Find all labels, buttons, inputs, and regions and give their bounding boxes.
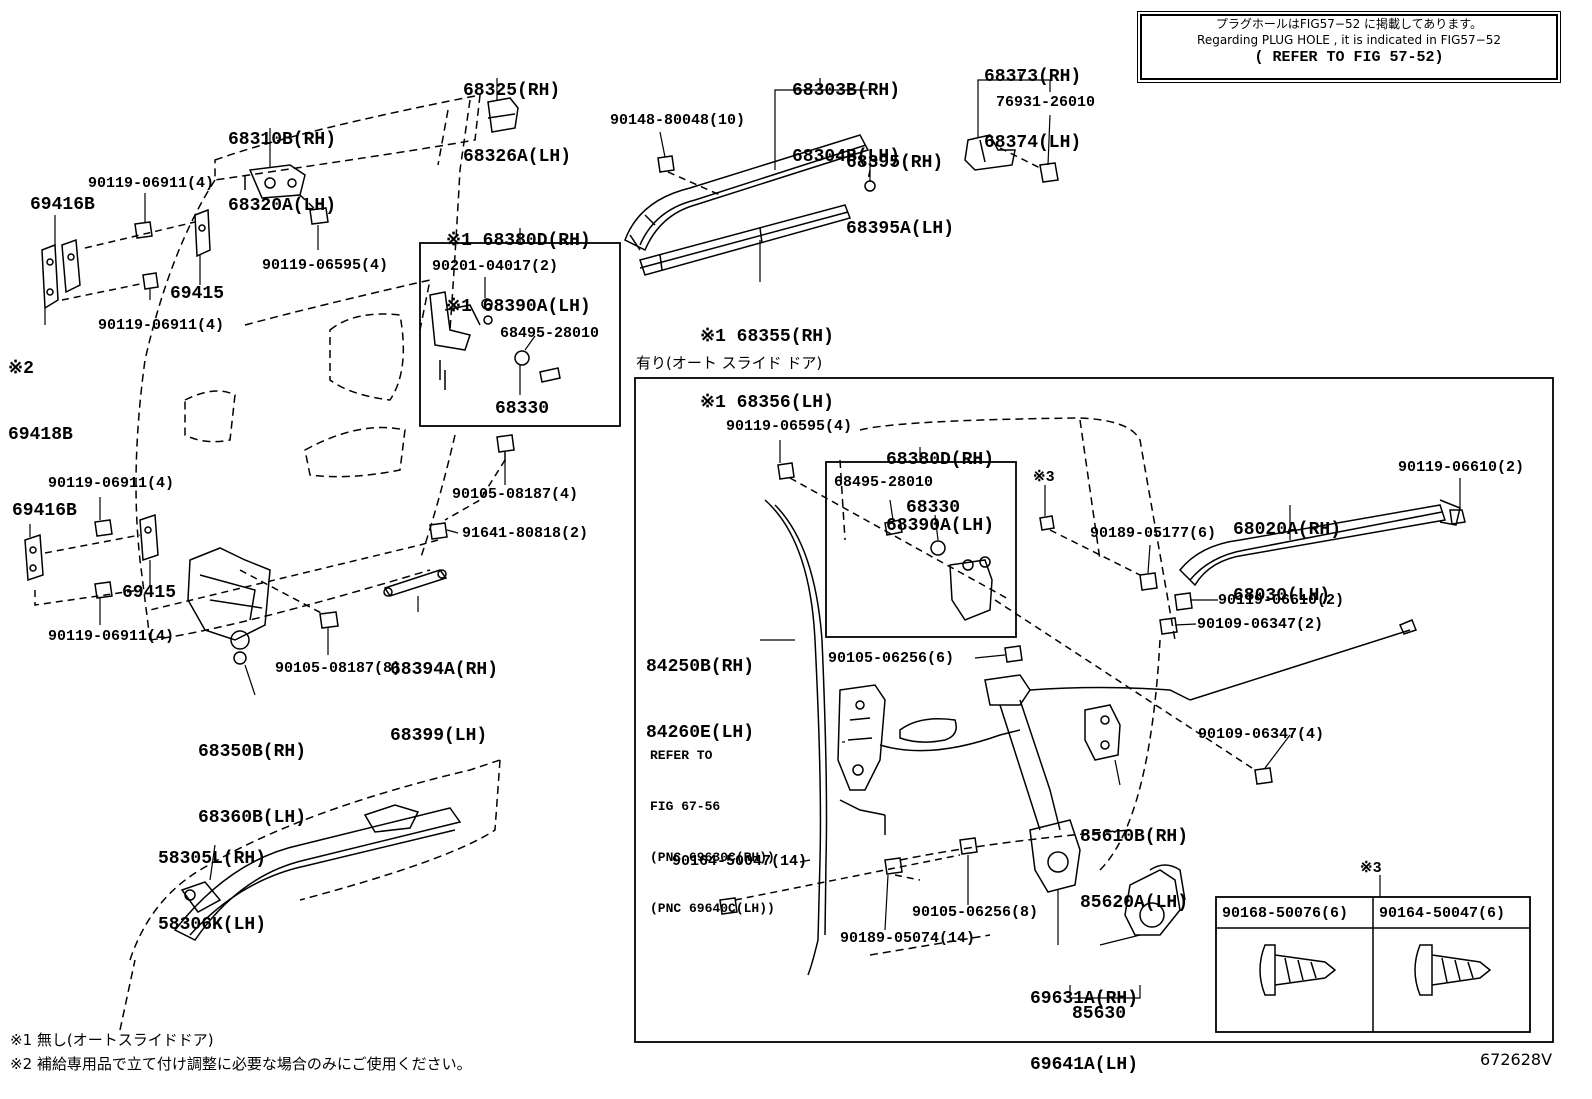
clip-icon-90164 — [1414, 944, 1492, 996]
bracket-68373 — [964, 134, 1059, 183]
refer-fig-67-56[interactable]: REFER TO FIG 67-56 (PNC 69630C(RH)) (PNC… — [650, 748, 775, 916]
part-label-90109-06347-b[interactable]: 90109-06347(4) — [1198, 726, 1325, 743]
bolts-90119-06911-lower — [94, 519, 448, 629]
part-label-85630[interactable]: 85630 — [1072, 1004, 1127, 1024]
part-label-90119-06610-b[interactable]: 90119-06610(2) — [1218, 592, 1345, 609]
part-label-68355[interactable]: ※1 68355(RH) ※1 68356(LH) — [700, 327, 834, 413]
bolt-90105-08187-upper — [496, 434, 515, 462]
part-label-68350b[interactable]: 68350B(RH) 68360B(LH) — [198, 742, 307, 828]
auto-slide-section-frame — [634, 377, 1554, 1043]
fastener-col-90164-50047[interactable]: 90164-50047(6) — [1379, 905, 1506, 922]
part-label-68303b[interactable]: 68303B(RH) 68304B(LH) — [792, 81, 901, 167]
part-label-69631a[interactable]: 69631A(RH) 69641A(LH) — [1030, 989, 1139, 1075]
shim-69416b-upper — [41, 208, 211, 310]
part-label-68495-28010-a[interactable]: 68495-28010 — [500, 325, 600, 342]
part-label-68325[interactable]: 68325(RH) 68326A(LH) — [463, 81, 572, 167]
rail-68020a — [1178, 499, 1466, 587]
part-label-85610b[interactable]: 85610B(RH) 85620A(LH) — [1080, 827, 1189, 913]
part-label-69416b-a[interactable]: 69416B — [30, 195, 95, 215]
part-label-91641-80818[interactable]: 91641-80818(2) — [462, 525, 589, 542]
footnote-2: ※2 補給専用品で立て付け調整に必要な場合のみにご使用ください。 — [10, 1055, 472, 1073]
part-label-68020a[interactable]: 68020A(RH) 68030(LH) — [1233, 520, 1342, 606]
part-label-90119-06595-b[interactable]: 90119-06595(4) — [726, 418, 853, 435]
part-label-90148-80048[interactable]: 90148-80048(10) — [610, 112, 746, 129]
part-label-90201-04017[interactable]: 90201-04017(2) — [432, 258, 559, 275]
right-door-outline — [839, 417, 1176, 956]
part-label-90105-08187-b[interactable]: 90105-08187(8) — [275, 660, 402, 677]
part-label-90119-06911-a[interactable]: 90119-06911(4) — [88, 175, 215, 192]
upper-rail-68303b — [624, 134, 870, 252]
part-label-58305l[interactable]: 58305L(RH) 58306K(LH) — [158, 849, 267, 935]
weatherstrip-84250b — [764, 499, 822, 976]
part-label-68395[interactable]: 68395(RH) 68395A(LH) — [846, 153, 955, 239]
bolt-90148 — [657, 155, 675, 173]
auto-slide-closer — [837, 684, 1021, 835]
part-label-90189-05074[interactable]: 90189-05074(14) — [840, 930, 976, 947]
lower-hinge-68350b — [187, 547, 271, 665]
part-label-90164-50047[interactable]: 90164-50047(14) — [672, 853, 808, 870]
part-label-68380d-a[interactable]: ※1 68380D(RH) ※1 68390A(LH) — [446, 231, 591, 317]
leader-lines — [29, 72, 1461, 999]
hinge-68380d-left — [429, 291, 561, 390]
part-label-68380d-b[interactable]: 68380D(RH) 68390A(LH) — [886, 450, 995, 536]
part-label-68330-b[interactable]: 68330 — [906, 498, 961, 518]
bumper-68325 — [487, 97, 519, 133]
part-label-90119-06610-a[interactable]: 90119-06610(2) — [1398, 459, 1525, 476]
marker-note-3: ※3 — [1033, 469, 1055, 486]
bolts-90119-06911-upper — [134, 207, 329, 290]
part-label-90105-08187-a[interactable]: 90105-08187(4) — [452, 486, 579, 503]
lower-leader-dashes — [34, 459, 506, 616]
fastener-table-marker: ※3 — [1360, 860, 1382, 877]
part-label-69415-b[interactable]: 69415 — [122, 583, 177, 603]
upper-leader-dashes — [61, 194, 317, 301]
part-label-90105-06256-a[interactable]: 90105-06256(6) — [828, 650, 955, 667]
part-label-90119-06911-d[interactable]: 90119-06911(4) — [48, 628, 175, 645]
figure-code: 672628V — [1480, 1050, 1553, 1069]
upper-hinge-68310b — [244, 164, 306, 199]
shim-69416b-lower — [24, 513, 159, 582]
regulator-85610b — [984, 619, 1417, 831]
auto-slide-section-title: 有り(オート スライド ドア) — [636, 354, 823, 372]
plug-hole-note: プラグホールはFIG57−52 に掲載してあります。 Regarding PLU… — [1140, 14, 1558, 80]
part-label-90189-05177[interactable]: 90189-05177(6) — [1090, 525, 1217, 542]
door-body-outline — [135, 94, 481, 641]
part-label-90119-06911-b[interactable]: 90119-06911(4) — [98, 317, 225, 334]
part-label-69416b-b[interactable]: 69416B — [12, 501, 77, 521]
part-label-90119-06911-c[interactable]: 90119-06911(4) — [48, 475, 175, 492]
part-label-68330-a[interactable]: 68330 — [495, 399, 550, 419]
right-leader-dashes — [734, 477, 1256, 901]
plug-note-line2: Regarding PLUG HOLE , it is indicated in… — [1197, 33, 1501, 47]
part-label-90105-06256-b[interactable]: 90105-06256(8) — [912, 904, 1039, 921]
link-68394a — [383, 569, 448, 597]
part-label-68495-28010-b[interactable]: 68495-28010 — [834, 474, 934, 491]
part-label-84250b[interactable]: 84250B(RH) 84260E(LH) — [646, 657, 755, 743]
motor-69631a — [1029, 819, 1186, 936]
part-label-90119-06595-a[interactable]: 90119-06595(4) — [262, 257, 389, 274]
part-label-68310b[interactable]: 68310B(RH) 68320A(LH) — [228, 130, 337, 216]
clip-icon-90168 — [1259, 944, 1337, 996]
part-label-69418b[interactable]: ※2 69418B — [8, 359, 73, 445]
fastener-col-90168-50076[interactable]: 90168-50076(6) — [1222, 905, 1349, 922]
part-label-90109-06347-a[interactable]: 90109-06347(2) — [1197, 616, 1324, 633]
plug-note-line1: プラグホールはFIG57−52 に掲載してあります。 — [1215, 17, 1483, 31]
bolts-right — [719, 462, 1273, 915]
part-label-68394a[interactable]: 68394A(RH) 68399(LH) — [390, 660, 499, 746]
part-label-68373[interactable]: 68373(RH) 68374(LH) — [984, 67, 1082, 153]
hinge-detail-box-right — [825, 461, 1017, 638]
lower-body-dashes — [119, 759, 501, 1031]
rail-58305l — [173, 804, 462, 941]
part-label-76931-26010[interactable]: 76931-26010 — [996, 94, 1096, 111]
lower-rail-68355 — [639, 204, 851, 276]
plug-note-line3: ( REFER TO FIG 57-52) — [1254, 49, 1444, 66]
part-label-69415-a[interactable]: 69415 — [170, 284, 225, 304]
footnote-1: ※1 無し(オートスライドドア) — [10, 1031, 214, 1049]
